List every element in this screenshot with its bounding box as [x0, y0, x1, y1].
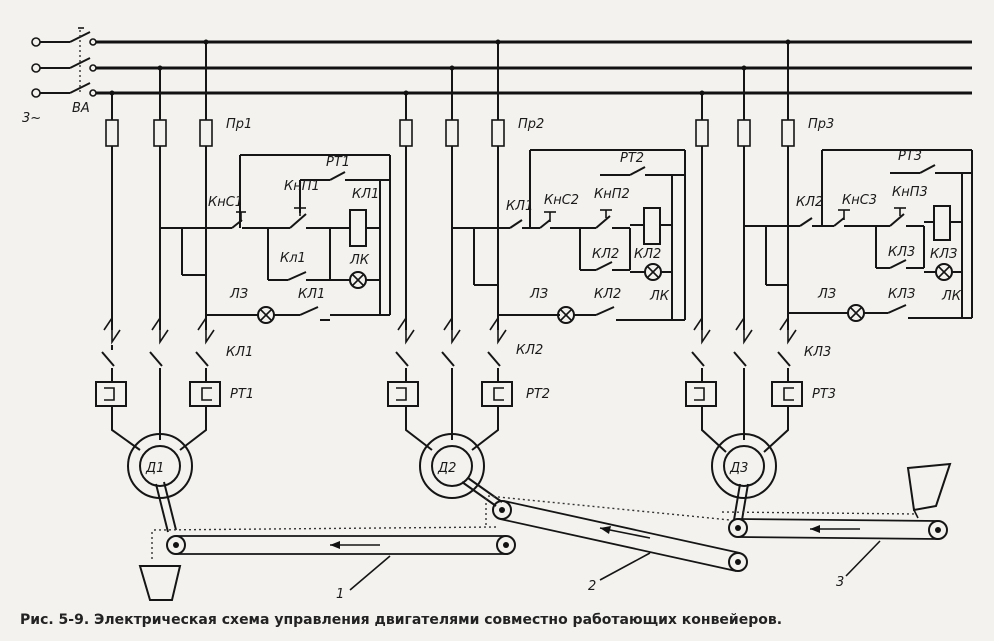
stop-button-label: КнС2 — [544, 193, 579, 208]
belt-number: 2 — [588, 579, 596, 594]
thermal-contact-label: РТ3 — [898, 149, 922, 164]
thermal-relay-label: РТ1 — [230, 387, 254, 402]
fuse — [695, 119, 709, 147]
feeder-hopper-icon — [906, 462, 952, 512]
stop-button-label: КнС1 — [208, 195, 243, 210]
green-lamp-label: ЛЗ — [529, 287, 548, 302]
fuse — [445, 119, 459, 147]
green-lamp-label: ЛЗ — [229, 287, 248, 302]
thermal-relay-label: РТ3 — [812, 387, 836, 402]
motor-section-3: Пр3 РТ3 КЛ2 КнС3 КнП3 КЛ3 — [685, 39, 973, 521]
contactor-label: КЛ1 — [226, 345, 253, 360]
coil-label: КЛЗ — [930, 247, 957, 262]
motor-label: Д2 — [437, 461, 456, 476]
circuit-breaker: ВА — [69, 27, 97, 116]
fuse-label: Пр2 — [518, 117, 544, 132]
motor-3 — [711, 433, 777, 499]
thermal-heater — [771, 381, 803, 407]
fuse — [105, 119, 119, 147]
conveyor-belts: 1 2 3 — [138, 462, 952, 602]
thermal-heater — [189, 381, 221, 407]
start-button-label: КнП2 — [594, 187, 630, 202]
start-button-label: КнП3 — [892, 185, 928, 200]
stop-button-label: КнС3 — [842, 193, 877, 208]
contactor-coil — [933, 205, 951, 241]
supply-label: 3~ — [22, 111, 41, 126]
interlock-label: КЛ1 — [506, 199, 533, 214]
motor-label: Д1 — [145, 461, 164, 476]
lamp-contact-label: КЛ2 — [594, 287, 621, 302]
belt-number: 1 — [336, 587, 344, 602]
fuse — [781, 119, 795, 147]
lamp-contact-label: КЛ1 — [298, 287, 325, 302]
thermal-heater — [685, 381, 717, 407]
fuse — [737, 119, 751, 147]
contactor-coil — [349, 209, 367, 247]
supply-input: 3~ — [22, 37, 70, 126]
red-lamp-label: ЛК — [349, 253, 370, 268]
motor-2 — [419, 433, 485, 499]
contactor-label: КЛ3 — [804, 345, 831, 360]
hopper-icon — [138, 565, 182, 601]
self-hold-label: КЛ3 — [888, 245, 915, 260]
coil-label: КЛ1 — [352, 187, 379, 202]
red-lamp-label: ЛК — [649, 289, 670, 304]
motor-section-1: Пр1 РТ1 КнС1 КнП1 — [95, 39, 391, 533]
thermal-heater — [481, 381, 513, 407]
motor-section-2: Пр2 РТ2 КЛ1 КнС2 КнП2 КЛ2 — [387, 39, 686, 507]
start-button-label: КнП1 — [284, 179, 320, 194]
belt-number: 3 — [836, 575, 844, 590]
busbars — [96, 40, 972, 95]
motor-label: Д3 — [729, 461, 748, 476]
green-lamp-label: ЛЗ — [817, 287, 836, 302]
thermal-contact-label: РТ2 — [620, 151, 644, 166]
contactor-label: КЛ2 — [516, 343, 543, 358]
breaker-label: ВА — [72, 101, 90, 116]
fuse — [491, 119, 505, 147]
thermal-heater — [387, 381, 419, 407]
fuse — [399, 119, 413, 147]
thermal-relay-label: РТ2 — [526, 387, 550, 402]
fuse — [199, 119, 213, 147]
coil-label: КЛ2 — [634, 247, 661, 262]
fuse-label: Пр1 — [226, 117, 252, 132]
red-lamp-label: ЛК — [941, 289, 962, 304]
fuse-label: Пр3 — [808, 117, 834, 132]
lamp-contact-label: КЛЗ — [888, 287, 915, 302]
figure-caption: Рис. 5-9. Электрическая схема управления… — [20, 612, 782, 628]
thermal-contact-label: РТ1 — [326, 155, 350, 170]
contactor-coil — [643, 207, 661, 245]
fuse — [153, 119, 167, 147]
thermal-heater — [95, 381, 127, 407]
self-hold-label: КЛ2 — [592, 247, 619, 262]
interlock-label: КЛ2 — [796, 195, 823, 210]
self-hold-label: Кл1 — [280, 251, 306, 266]
